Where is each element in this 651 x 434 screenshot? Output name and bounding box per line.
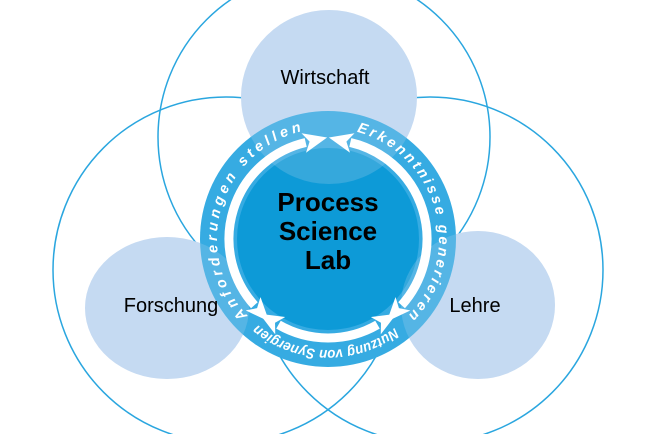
cycle-arrow-left	[224, 133, 328, 322]
node-circle-forschung-overlap	[85, 237, 249, 379]
cycle-arrow-right	[328, 133, 432, 322]
center-title-line1: Process	[277, 187, 378, 217]
node-circle-lehre-overlap	[401, 231, 555, 379]
node-label-wirtschaft: Wirtschaft	[281, 67, 370, 89]
node-label-forschung: Forschung	[124, 295, 219, 317]
center-title-line2: Science	[279, 216, 377, 246]
cycle-arrow-bottom	[259, 313, 397, 343]
node-label-lehre: Lehre	[449, 295, 500, 317]
center-title-line3: Lab	[305, 245, 351, 275]
